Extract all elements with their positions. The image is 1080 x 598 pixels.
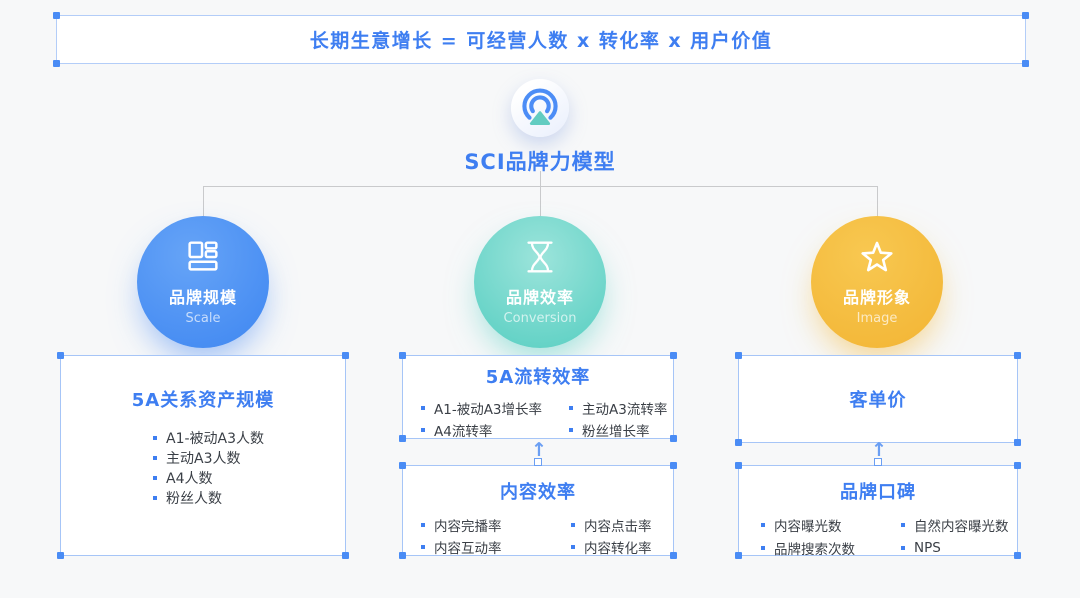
bullet-icon (571, 523, 575, 527)
corner-handle[interactable] (399, 435, 406, 442)
bullet-icon (153, 496, 157, 500)
corner-handle[interactable] (735, 352, 742, 359)
up-arrow-icon[interactable]: ↑ (871, 439, 887, 461)
corner-handle[interactable] (57, 352, 64, 359)
corner-handle[interactable] (670, 552, 677, 559)
pillar-sublabel: Conversion (503, 311, 577, 326)
bullet-icon (153, 456, 157, 460)
corner-handle[interactable] (399, 552, 406, 559)
metric-item: A1-被动A3人数 (153, 428, 345, 448)
metric-item: 内容互动率 (421, 536, 571, 558)
panel-title: 5A流转效率 (485, 367, 591, 388)
bullet-icon (153, 436, 157, 440)
corner-handle[interactable] (399, 462, 406, 469)
connector-drop-center (539, 186, 541, 216)
panel-title: 5A关系资产规模 (131, 390, 275, 411)
arrow-anchor[interactable] (534, 458, 542, 466)
bullet-icon (901, 545, 905, 550)
bullet-icon (421, 545, 425, 549)
corner-handle[interactable] (670, 352, 677, 359)
panel-scale-assets[interactable]: 5A关系资产规模 A1-被动A3人数 主动A3人数 A4人数 粉丝人数 (57, 352, 349, 559)
pillar-label: 品牌规模 (168, 288, 237, 307)
bullet-icon (153, 476, 157, 480)
up-arrow-icon[interactable]: ↑ (531, 439, 547, 461)
corner-handle[interactable] (1014, 439, 1021, 446)
panel-title: 客单价 (849, 390, 907, 411)
bullet-icon (421, 406, 425, 410)
broadcast-live-icon (522, 88, 558, 125)
connector-drop-right (876, 186, 878, 216)
metric-item: 主动A3人数 (153, 448, 345, 468)
metric-item: A4流转率 (421, 419, 569, 441)
pillar-conversion[interactable]: 品牌效率 Conversion (474, 216, 606, 348)
bullet-icon (761, 545, 765, 550)
corner-handle[interactable] (670, 435, 677, 442)
formula-text: 长期生意增长 = 可经营人数 x 转化率 x 用户价值 (309, 30, 773, 52)
pillar-label: 品牌效率 (505, 288, 574, 307)
arrow-anchor[interactable] (874, 458, 882, 466)
panel-brand-reputation[interactable]: 品牌口碑 内容曝光数 自然内容曝光数 品牌搜索次数 NPS (735, 462, 1021, 559)
layout-panels-icon (182, 233, 224, 281)
corner-handle[interactable] (399, 352, 406, 359)
pillar-sublabel: Image (856, 311, 898, 326)
star-icon (855, 233, 899, 281)
hourglass-icon (519, 233, 561, 281)
metric-item: 内容完播率 (421, 514, 571, 536)
panel-title: 内容效率 (500, 482, 576, 503)
corner-handle[interactable] (1014, 552, 1021, 559)
bullet-icon (571, 545, 575, 549)
panel-flow-efficiency[interactable]: 5A流转效率 A1-被动A3增长率 主动A3流转率 A4流转率 粉丝增长率 (399, 352, 677, 442)
bullet-icon (569, 428, 573, 432)
panel-content-efficiency[interactable]: 内容效率 内容完播率 内容点击率 内容互动率 内容转化率 (399, 462, 677, 559)
corner-handle[interactable] (57, 552, 64, 559)
metric-item: A4人数 (153, 468, 345, 488)
corner-handle[interactable] (735, 439, 742, 446)
connector-drop-left (202, 186, 204, 216)
metric-item: 粉丝增长率 (569, 419, 673, 441)
pillar-image[interactable]: 品牌形象 Image (811, 216, 943, 348)
corner-handle[interactable] (735, 552, 742, 559)
pillar-label: 品牌形象 (842, 288, 911, 307)
bullet-icon (901, 522, 905, 527)
bullet-icon (569, 406, 573, 410)
corner-handle[interactable] (1014, 352, 1021, 359)
pillar-sublabel: Scale (185, 311, 221, 326)
metric-item: 内容转化率 (571, 536, 673, 558)
panel-title: 品牌口碑 (840, 482, 916, 503)
corner-handle[interactable] (1022, 60, 1029, 67)
corner-handle[interactable] (1014, 462, 1021, 469)
corner-handle[interactable] (1022, 12, 1029, 19)
corner-handle[interactable] (53, 12, 60, 19)
corner-handle[interactable] (735, 462, 742, 469)
bullet-icon (421, 428, 425, 432)
metric-item: A1-被动A3增长率 (421, 397, 569, 419)
brand-model-icon[interactable] (511, 79, 569, 137)
metric-item: 品牌搜索次数 (761, 536, 901, 559)
corner-handle[interactable] (53, 60, 60, 67)
corner-handle[interactable] (342, 352, 349, 359)
metric-item: 内容点击率 (571, 514, 673, 536)
formula-banner[interactable]: 长期生意增长 = 可经营人数 x 转化率 x 用户价值 (53, 12, 1029, 67)
corner-handle[interactable] (670, 462, 677, 469)
metric-item: 内容曝光数 (761, 513, 901, 536)
model-title: SCI品牌力模型 (464, 150, 616, 174)
metric-item: 粉丝人数 (153, 488, 345, 508)
pillar-scale[interactable]: 品牌规模 Scale (137, 216, 269, 348)
metric-item: NPS (901, 536, 1017, 559)
panel-unit-price[interactable]: 客单价 (735, 352, 1021, 446)
metric-item: 主动A3流转率 (569, 397, 673, 419)
bullet-icon (421, 523, 425, 527)
connector-title-stub (539, 171, 541, 186)
corner-handle[interactable] (342, 552, 349, 559)
bullet-icon (761, 522, 765, 527)
metric-item: 自然内容曝光数 (901, 513, 1017, 536)
